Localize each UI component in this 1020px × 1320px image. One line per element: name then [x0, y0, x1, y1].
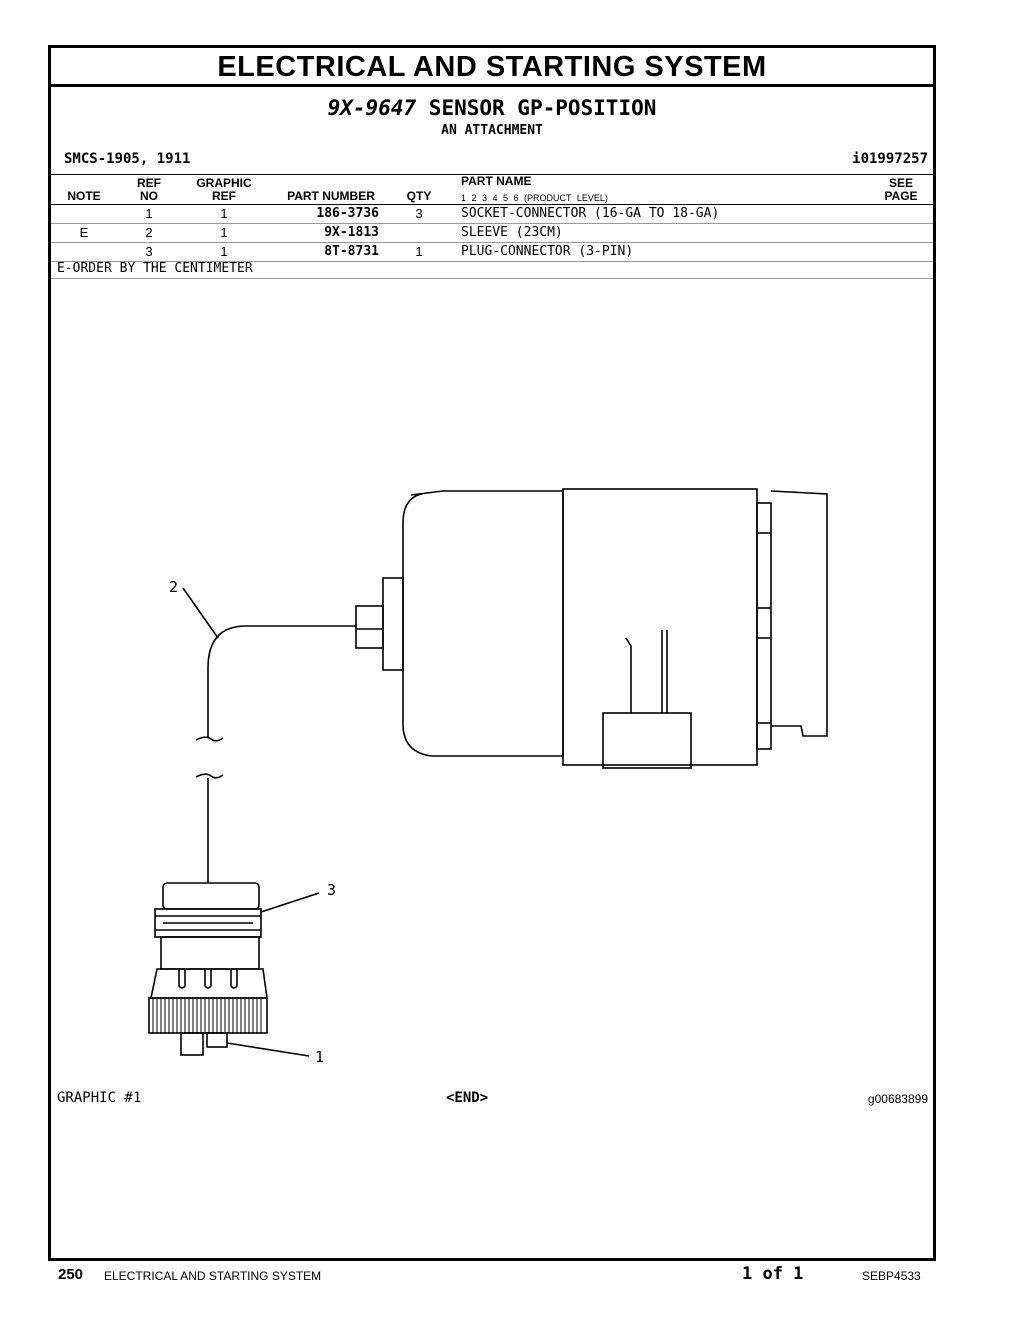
graphic-label: GRAPHIC #1: [57, 1090, 142, 1106]
sensor-cable-gland: [355, 605, 384, 649]
document-number: SEBP4533: [862, 1269, 921, 1283]
page-count: 1 of 1: [742, 1264, 804, 1284]
table-header: NOTE REF NO GRAPHIC REF PART NUMBER QTY …: [51, 174, 933, 205]
row-ref: 2: [145, 225, 153, 240]
group-part-name: SENSOR GP-POSITION: [428, 96, 657, 120]
plug-top: [162, 882, 260, 910]
row-part-name: SLEEVE (23CM): [461, 225, 563, 240]
sensor-terminal-block: [602, 712, 692, 769]
sensor-housing: [562, 488, 758, 766]
row-note: E: [79, 225, 89, 240]
table-row: 1 1 186-3736 3 SOCKET-CONNECTOR (16-GA T…: [51, 205, 933, 224]
plug-shell: [150, 968, 268, 999]
sensor-end-cap: [770, 490, 828, 737]
leader-2: [182, 587, 219, 639]
table-row: E 2 1 9X-1813 SLEEVE (23CM): [51, 224, 933, 243]
sensor-illustration: [148, 488, 828, 1057]
end-marker: <END>: [446, 1090, 489, 1106]
row-part-number: 8T-8731: [324, 244, 379, 259]
row-part-number: 186-3736: [316, 206, 379, 221]
row-graphic-ref: 1: [220, 206, 228, 221]
socket-pin-left: [180, 1032, 204, 1056]
header-see-top: SEE: [888, 176, 913, 190]
header-qty: QTY: [406, 189, 432, 203]
callout-3: 3: [327, 881, 337, 899]
header-part-number: PART NUMBER: [287, 189, 375, 203]
page-number: 250: [58, 1266, 84, 1283]
row-qty: 3: [415, 206, 423, 221]
row-part-number: 9X-1813: [324, 225, 379, 240]
socket-pin-right: [206, 1032, 228, 1048]
row-ref: 3: [145, 244, 153, 259]
page-frame: ELECTRICAL AND STARTING SYSTEM 9X-9647 S…: [48, 45, 936, 1261]
group-title: 9X-9647 SENSOR GP-POSITION: [51, 96, 933, 120]
row-qty: 1: [415, 244, 423, 259]
header-ref-bottom: NO: [140, 189, 158, 203]
header-graphic-bottom: REF: [212, 189, 236, 203]
smcs-code: SMCS-1905, 1911: [64, 151, 191, 167]
sensor-boss: [382, 577, 404, 671]
divider: [51, 278, 933, 279]
row-ref: 1: [145, 206, 153, 221]
header-graphic-top: GRAPHIC: [196, 176, 252, 190]
header-note: NOTE: [67, 189, 101, 203]
order-note: E-ORDER BY THE CENTIMETER: [57, 261, 253, 276]
footer-section: ELECTRICAL AND STARTING SYSTEM: [104, 1269, 322, 1283]
sleeve-cable: [207, 625, 356, 738]
attachment-label: AN ATTACHMENT: [441, 123, 543, 138]
header-see-bottom: PAGE: [884, 189, 918, 203]
callout-2: 2: [169, 578, 179, 596]
sensor-body: [402, 490, 564, 757]
row-graphic-ref: 1: [220, 225, 228, 240]
graphic-id: g00683899: [867, 1092, 928, 1106]
leader-1: [226, 1042, 310, 1057]
callout-1: 1: [315, 1048, 325, 1066]
row-part-name: SOCKET-CONNECTOR (16-GA TO 18-GA): [461, 206, 720, 221]
group-part-number: 9X-9647: [327, 96, 417, 120]
illustration-id: i01997257: [852, 151, 928, 167]
leader-3: [260, 892, 320, 913]
page-title: ELECTRICAL AND STARTING SYSTEM: [51, 48, 933, 87]
table-row: 3 1 8T-8731 1 PLUG-CONNECTOR (3-PIN): [51, 243, 933, 262]
header-part-name: PART NAME: [461, 174, 532, 188]
header-product-level: 1 2 3 4 5 6 (PRODUCT LEVEL): [461, 193, 608, 203]
header-ref-top: REF: [137, 176, 161, 190]
plug-body: [160, 936, 260, 970]
row-part-name: PLUG-CONNECTOR (3-PIN): [461, 244, 634, 259]
sensor-flange: [756, 502, 772, 750]
row-graphic-ref: 1: [220, 244, 228, 259]
